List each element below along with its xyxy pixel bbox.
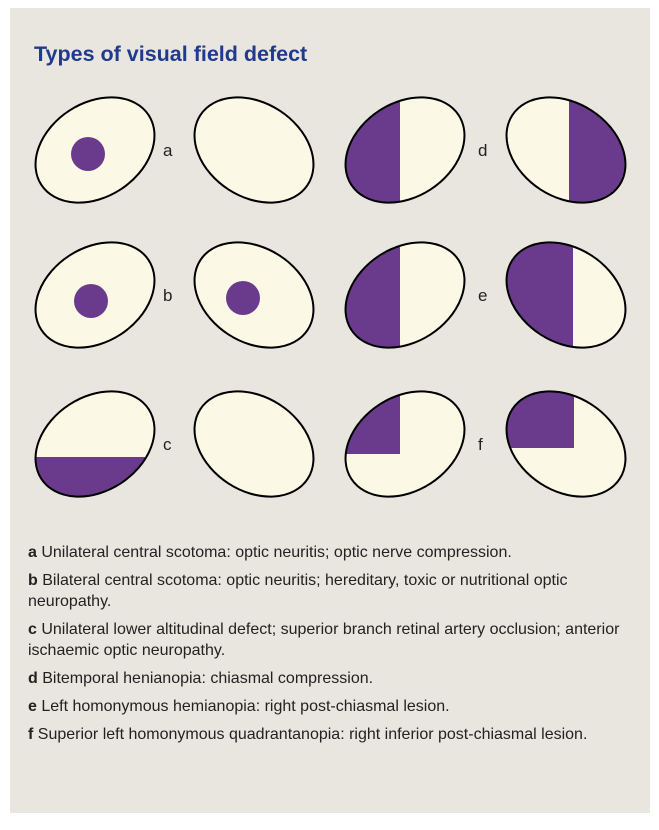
central-scotoma-b-left — [74, 284, 108, 318]
field-pair-a: a — [16, 76, 334, 225]
caption-text: Superior left homonymous quadrantanopia:… — [33, 726, 587, 743]
caption-e: e Left homonymous hemianopia: right post… — [28, 696, 643, 717]
quadrant-defect-f-left — [330, 368, 400, 454]
caption-text: Left homonymous hemianopia: right post-c… — [37, 698, 450, 715]
field-letter-c: c — [163, 435, 172, 454]
right-eye-field-c — [175, 370, 334, 519]
field-pair-e: e — [326, 221, 646, 373]
right-eye-field-d — [487, 76, 649, 228]
caption-text: Unilateral lower altitudinal defect; sup… — [28, 621, 619, 659]
temporal-defect-d-right — [569, 78, 649, 228]
left-eye-field-a — [16, 76, 175, 225]
caption-c: c Unilateral lower altitudinal defect; s… — [28, 619, 643, 661]
field-pair-d: d — [326, 76, 649, 228]
field-pair-f: f — [326, 368, 646, 518]
right-eye-field-e — [487, 221, 646, 373]
caption-d: d Bitemporal henianopia: chiasmal compre… — [28, 668, 643, 689]
field-letter-a: a — [163, 141, 173, 160]
right-eye-field-a — [175, 76, 334, 225]
caption-list: a Unilateral central scotoma: optic neur… — [28, 542, 643, 752]
figure-panel: Types of visual field defect a — [10, 8, 650, 813]
right-eye-field-b — [175, 221, 334, 370]
caption-f: f Superior left homonymous quadrantanopi… — [28, 724, 643, 745]
field-letter-d: d — [478, 141, 487, 160]
visual-field-diagrams: a d b — [10, 8, 650, 528]
field-pair-b: b — [16, 221, 334, 370]
hemianopia-e-left — [330, 223, 400, 373]
caption-text: Bilateral central scotoma: optic neuriti… — [28, 572, 568, 610]
left-eye-field-f — [326, 368, 485, 518]
quadrant-defect-f-right — [490, 368, 574, 448]
temporal-defect-d-left — [330, 78, 400, 228]
right-eye-field-f — [487, 368, 646, 518]
caption-text: Bitemporal henianopia: chiasmal compress… — [38, 670, 373, 687]
central-scotoma-a-left — [71, 137, 105, 171]
caption-b: b Bilateral central scotoma: optic neuri… — [28, 570, 643, 612]
left-eye-field-c — [16, 370, 175, 528]
field-letter-e: e — [478, 286, 487, 305]
caption-letter: d — [28, 670, 38, 687]
central-scotoma-b-right — [226, 281, 260, 315]
caption-letter: c — [28, 621, 37, 638]
left-eye-field-d — [326, 76, 485, 228]
left-eye-field-e — [326, 221, 485, 373]
left-eye-field-b — [16, 221, 175, 370]
caption-letter: a — [28, 544, 37, 561]
caption-letter: b — [28, 572, 38, 589]
field-letter-f: f — [478, 435, 483, 454]
field-letter-b: b — [163, 286, 172, 305]
caption-letter: e — [28, 698, 37, 715]
field-pair-c: c — [16, 370, 334, 528]
caption-text: Unilateral central scotoma: optic neurit… — [37, 544, 512, 561]
caption-a: a Unilateral central scotoma: optic neur… — [28, 542, 643, 563]
altitudinal-defect-c-left — [20, 457, 170, 528]
